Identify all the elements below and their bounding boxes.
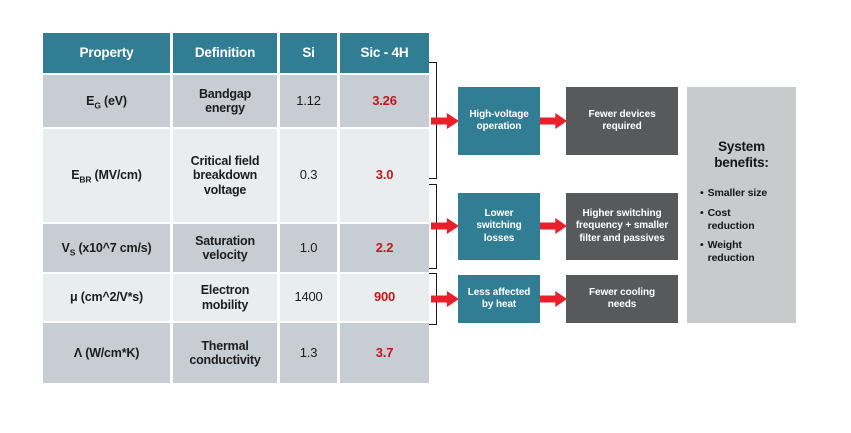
sic-value-cell: 900 [340, 274, 429, 321]
table-header-definition: Definition [173, 33, 277, 73]
si-value-cell: 0.3 [280, 129, 337, 222]
definition-cell: Critical field breakdown voltage [173, 129, 277, 222]
si-value-cell: 1.0 [280, 224, 337, 272]
flow-cause-box: Lower switching losses [458, 193, 540, 260]
table-header-property: Property [43, 33, 170, 73]
bullet-icon: • [700, 238, 704, 251]
definition-cell: Bandgap energy [173, 75, 277, 127]
definition-cell: Saturation velocity [173, 224, 277, 272]
definition-cell: Electron mobility [173, 274, 277, 321]
si-value-cell: 1.3 [280, 323, 337, 383]
property-cell: VS (x10^7 cm/s) [43, 224, 170, 272]
sic-value-cell: 3.26 [340, 75, 429, 127]
flow-arrow-icon [540, 112, 567, 130]
definition-cell: Thermal conductivity [173, 323, 277, 383]
benefit-item: •Weight reduction [700, 238, 755, 264]
flow-effect-box: Higher switching frequency + smaller fil… [566, 193, 678, 260]
table-header-si: Si [280, 33, 337, 73]
flow-arrow-icon [540, 290, 567, 308]
flow-arrow-icon [431, 217, 459, 235]
property-cell: EBR (MV/cm) [43, 129, 170, 222]
property-cell: Λ (W/cm*K) [43, 323, 170, 383]
property-cell: EG (eV) [43, 75, 170, 127]
flow-arrow-icon [540, 217, 567, 235]
system-benefits-panel: System benefits: •Smaller size •Cost red… [687, 87, 796, 323]
flow-effect-box: Fewer devices required [566, 87, 678, 155]
si-value-cell: 1.12 [280, 75, 337, 127]
flow-arrow-icon [431, 112, 459, 130]
properties-table: Property Definition Si Sic - 4H EG (eV) … [43, 33, 429, 383]
benefits-list: •Smaller size •Cost reduction •Weight re… [687, 187, 796, 265]
sic-value-cell: 2.2 [340, 224, 429, 272]
system-benefits-title: System benefits: [714, 139, 769, 171]
si-value-cell: 1400 [280, 274, 337, 321]
flow-effect-box: Fewer cooling needs [566, 275, 678, 323]
bullet-icon: • [700, 187, 704, 200]
sic-value-cell: 3.7 [340, 323, 429, 383]
flow-arrow-icon [431, 290, 459, 308]
benefit-item: •Smaller size [700, 187, 768, 200]
flow-cause-box: High-voltage operation [458, 87, 540, 155]
flow-cause-box: Less affected by heat [458, 275, 540, 323]
table-header-sic4h: Sic - 4H [340, 33, 429, 73]
bullet-icon: • [700, 206, 704, 219]
sic-value-cell: 3.0 [340, 129, 429, 222]
property-cell: μ (cm^2/V*s) [43, 274, 170, 321]
benefit-item: •Cost reduction [700, 206, 755, 232]
